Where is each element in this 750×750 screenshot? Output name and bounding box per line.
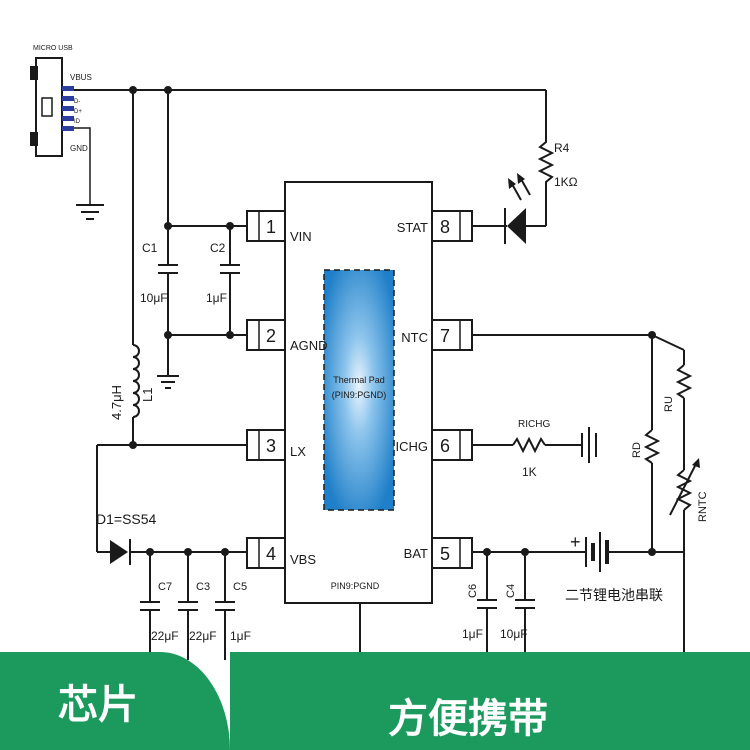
l1-name: L1	[140, 388, 155, 402]
battery-label: 二节锂电池串联	[565, 587, 663, 603]
micro-usb-connector: D- D+ ID	[30, 57, 82, 157]
output-capacitors	[140, 552, 235, 660]
ru-label: RU	[663, 396, 675, 412]
c6-name: C6	[467, 584, 479, 598]
stat-led-circuit	[472, 138, 555, 244]
pin-5-number: 5	[440, 544, 450, 564]
vin-input-network	[157, 222, 247, 389]
pin-5-name: BAT	[404, 546, 428, 561]
usb-gnd-label: GND	[70, 144, 88, 153]
pin-1-name: VIN	[290, 229, 312, 244]
usb-ground-symbol	[74, 127, 104, 220]
battery-circuit	[472, 532, 652, 671]
richg-value: 1K	[522, 465, 537, 479]
r4-value: 1KΩ	[554, 175, 578, 189]
pin-4-name: VBS	[290, 552, 316, 567]
vbus-rail	[74, 86, 547, 345]
richg-name: RICHG	[518, 419, 550, 430]
pin-2-number: 2	[266, 326, 276, 346]
c2-name: C2	[210, 241, 226, 255]
banner-background	[230, 652, 750, 750]
battery-plus-sign: +	[570, 532, 581, 552]
rd-label: RD	[631, 442, 643, 458]
c4-name: C4	[505, 584, 517, 598]
banner-left-text: 芯片	[58, 682, 138, 728]
svg-text:D+: D+	[74, 109, 82, 115]
c5-name: C5	[233, 581, 247, 593]
ntc-network	[472, 331, 700, 661]
pin-7-name: NTC	[401, 330, 428, 345]
c1-value: 10μF	[140, 291, 168, 305]
lx-net	[96, 444, 247, 553]
pin-6-number: 6	[440, 436, 450, 456]
usb-vbus-label: VBUS	[70, 73, 92, 82]
c6-value: 1μF	[462, 627, 483, 641]
chip-bottom-label: PIN9:PGND	[331, 581, 380, 591]
pin-3-name: LX	[290, 444, 306, 459]
charger-ic	[246, 181, 473, 663]
ichg-resistor-circuit	[472, 427, 597, 463]
c3-value: 22μF	[189, 629, 217, 643]
pin-4-number: 4	[266, 544, 276, 564]
c3-name: C3	[196, 581, 210, 593]
usb-title: MICRO USB	[33, 45, 73, 52]
c5-value: 1μF	[230, 629, 251, 643]
pin-8-name: STAT	[397, 220, 428, 235]
c7-value: 22μF	[151, 629, 179, 643]
banner-right-text: 方便携带	[388, 696, 548, 742]
thermal-pad-line1: Thermal Pad	[333, 375, 385, 385]
pin-3-number: 3	[266, 436, 276, 456]
d1-label: D1=SS54	[96, 511, 157, 527]
svg-text:ID: ID	[74, 119, 81, 125]
thermal-pad-line2: (PIN9:PGND)	[332, 390, 387, 400]
l1-value: 4.7μH	[109, 385, 124, 420]
rntc-label: RNTC	[697, 491, 709, 522]
thermal-pad	[323, 269, 395, 511]
pin-6-name: ICHG	[396, 439, 429, 454]
pin-2-name: AGND	[290, 338, 328, 353]
c4-value: 10μF	[500, 627, 528, 641]
diode-d1	[110, 539, 247, 565]
c1-name: C1	[142, 241, 158, 255]
c2-value: 1μF	[206, 291, 227, 305]
c7-name: C7	[158, 581, 172, 593]
pin-8-number: 8	[440, 217, 450, 237]
banner-tab	[0, 652, 230, 750]
inductor-l1	[129, 344, 140, 449]
pin-7-number: 7	[440, 326, 450, 346]
r4-name: R4	[554, 141, 570, 155]
pin-1-number: 1	[266, 217, 276, 237]
svg-text:D-: D-	[74, 99, 80, 105]
